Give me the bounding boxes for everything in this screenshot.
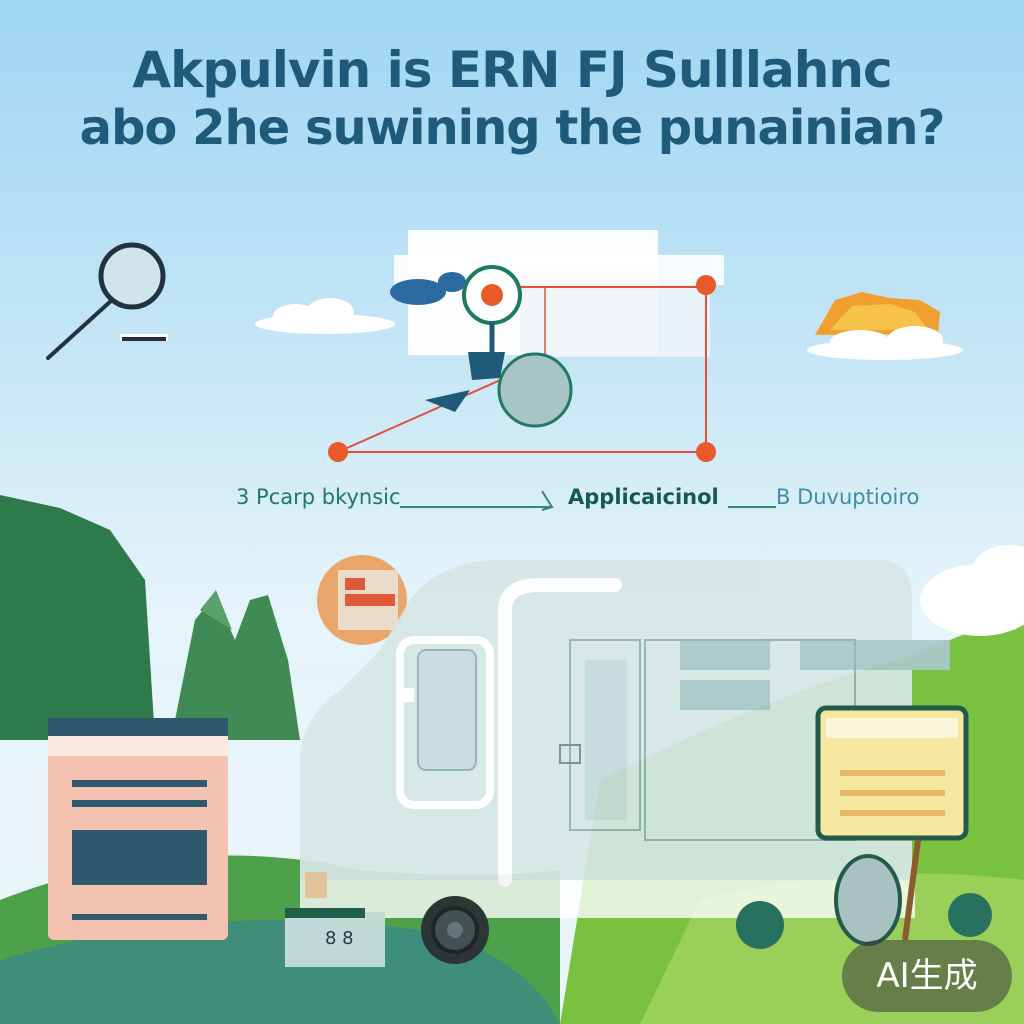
- note-card-icon: [815, 705, 969, 946]
- headline-line-1: Akpulvin is ERN FJ Sulllahnc: [132, 41, 892, 99]
- wheel-icon: [421, 896, 489, 964]
- flow-step-3: B Duvuptioiro: [776, 485, 920, 509]
- flow-connectors: [400, 490, 776, 511]
- ai-watermark-badge: AI生成: [842, 940, 1012, 1012]
- speech-badge-icon: [317, 555, 407, 645]
- process-diagram: [328, 230, 724, 462]
- vehicle-sign: 8 8: [325, 928, 354, 949]
- headline-line-2: abo 2he suwining the punainian?: [79, 100, 946, 156]
- magnifier-icon: [46, 242, 168, 360]
- camper-van: [285, 560, 992, 967]
- sun-cloud-icon: [807, 292, 963, 360]
- flow-step-2: Applicaicinol: [568, 485, 719, 509]
- cloud-icon: [255, 298, 395, 334]
- flow-step-1: 3 Pcarp bkynsic: [236, 485, 401, 509]
- document-card-icon: [48, 718, 228, 940]
